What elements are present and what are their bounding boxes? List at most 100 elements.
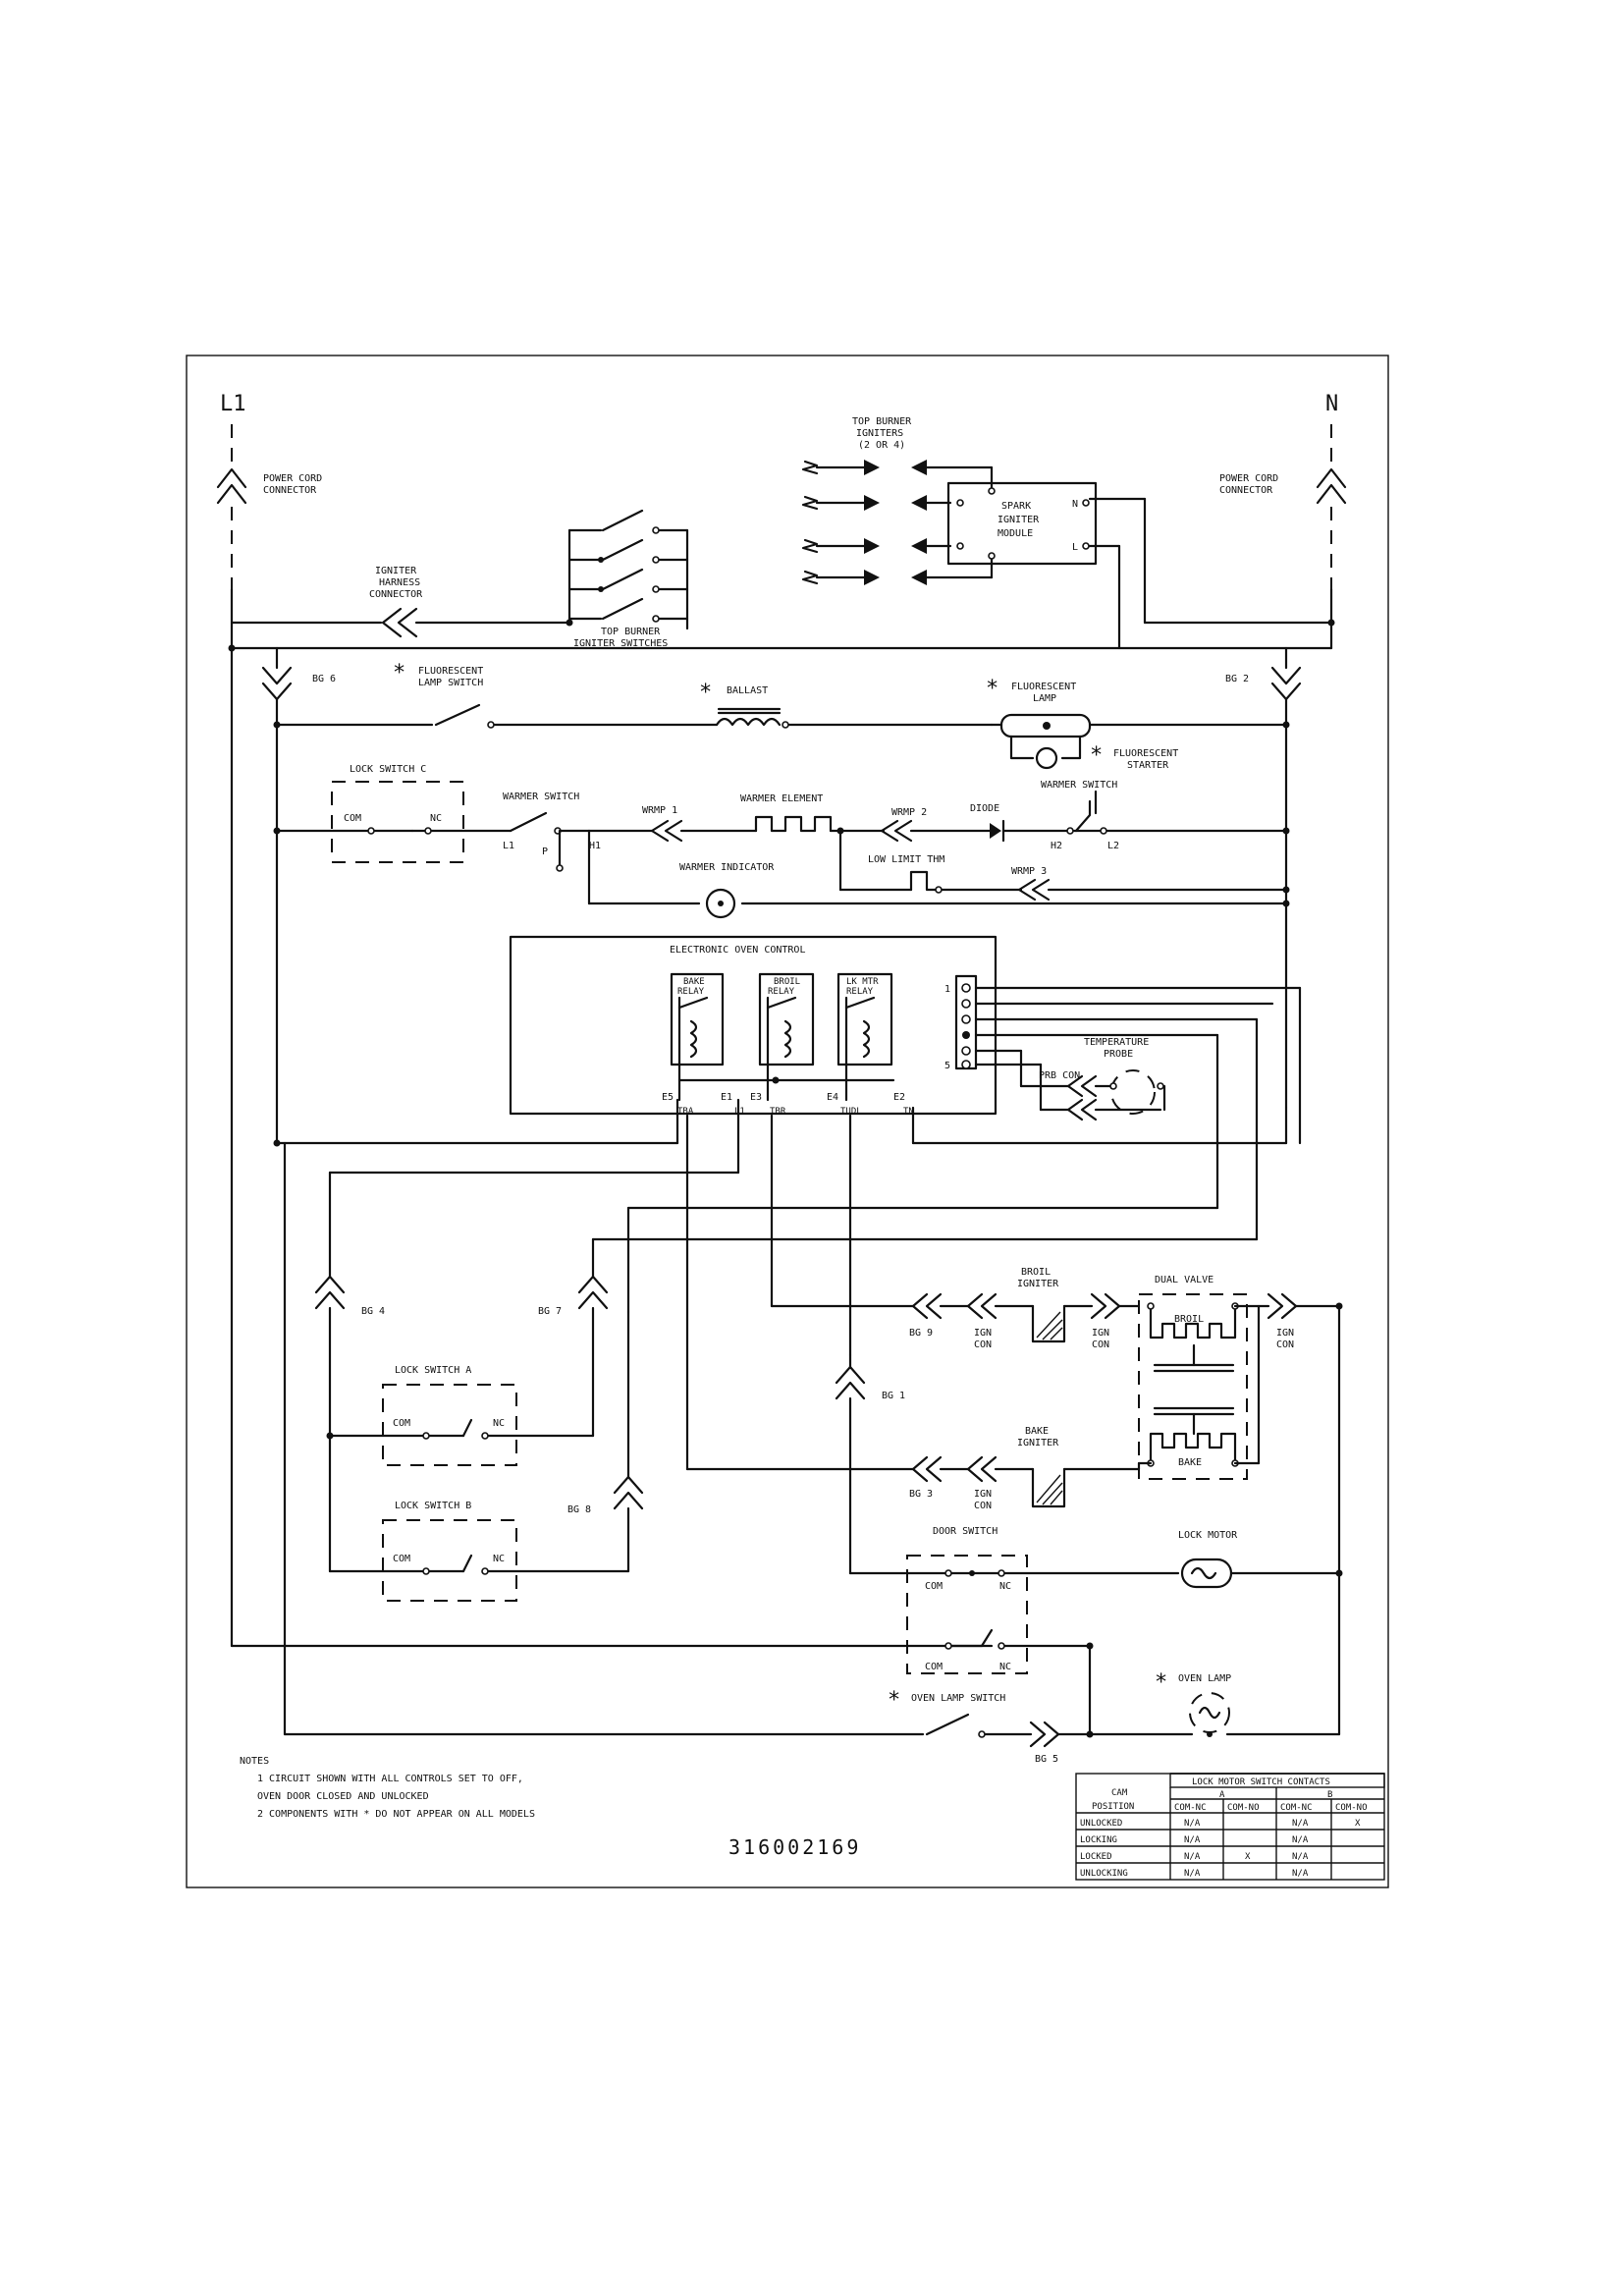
svg-text:E1: E1 [721, 1092, 732, 1103]
line-rail-l1: L1 [216, 392, 994, 1648]
svg-text:H1: H1 [589, 841, 601, 851]
svg-text:OVEN LAMP: OVEN LAMP [1178, 1673, 1231, 1684]
svg-text:HARNESS: HARNESS [379, 577, 420, 588]
switch-2 [567, 538, 689, 564]
svg-text:CON: CON [1092, 1339, 1109, 1350]
svg-text:*: * [393, 661, 405, 685]
svg-text:LOW LIMIT THM: LOW LIMIT THM [868, 854, 944, 865]
svg-text:TEMPERATURE: TEMPERATURE [1084, 1037, 1149, 1048]
connector-bg4: BG 4 [314, 1275, 385, 1573]
svg-text:TUDL: TUDL [840, 1107, 862, 1117]
svg-text:LAMP SWITCH: LAMP SWITCH [418, 678, 483, 688]
svg-text:OVEN DOOR CLOSED AND UNLOCKED: OVEN DOOR CLOSED AND UNLOCKED [257, 1791, 429, 1802]
diagram-frame [186, 355, 1389, 1888]
svg-text:N/A: N/A [1292, 1835, 1309, 1845]
svg-text:BAKE: BAKE [1178, 1457, 1202, 1468]
svg-text:COM: COM [925, 1662, 943, 1672]
svg-text:RELAY: RELAY [846, 987, 874, 997]
electronic-oven-control: ELECTRONIC OVEN CONTROL BAKE RELAY BROIL… [509, 935, 998, 1117]
table-row: LOCKED N/A X N/A [1080, 1852, 1309, 1862]
svg-text:CON: CON [974, 1501, 992, 1511]
svg-text:N/A: N/A [1184, 1852, 1201, 1862]
line-rail-n: N [1143, 392, 1347, 650]
switch-4 [567, 597, 689, 623]
svg-text:WARMER SWITCH: WARMER SWITCH [503, 792, 579, 802]
part-number: 316002169 [728, 1835, 861, 1859]
svg-text:L2: L2 [1107, 841, 1119, 851]
svg-text:DUAL VALVE: DUAL VALVE [1155, 1275, 1214, 1285]
svg-text:COM: COM [393, 1418, 410, 1429]
svg-text:P: P [542, 847, 548, 857]
bake-igniter-circuit: BG 3 IGN CON BAKE IGNITER [685, 1426, 1141, 1511]
svg-text:LOCK MOTOR: LOCK MOTOR [1178, 1530, 1238, 1541]
svg-text:IGNITER: IGNITER [1017, 1438, 1059, 1449]
connector-bg7: BG 7 [538, 1275, 609, 1438]
svg-text:IGN: IGN [974, 1328, 992, 1339]
svg-text:B: B [1327, 1790, 1332, 1800]
top-burner-switches: TOP BURNER IGNITER SWITCHES [566, 509, 689, 649]
svg-text:WRMP 1: WRMP 1 [642, 805, 677, 816]
svg-text:N/A: N/A [1292, 1819, 1309, 1829]
power-cord-right-label: POWER CORD CONNECTOR [1219, 473, 1278, 496]
svg-text:IGN: IGN [974, 1489, 992, 1500]
igniter-harness: IGNITER HARNESS CONNECTOR [230, 566, 571, 638]
svg-text:BAKE: BAKE [1025, 1426, 1049, 1437]
svg-text:POSITION: POSITION [1092, 1802, 1134, 1812]
svg-text:IGNITER: IGNITER [1017, 1279, 1059, 1289]
svg-text:E3: E3 [750, 1092, 762, 1103]
svg-text:IGN: IGN [1092, 1328, 1109, 1339]
lock-motor: LOCK MOTOR [1178, 1530, 1343, 1589]
svg-text:DIODE: DIODE [970, 803, 999, 814]
svg-text:TN: TN [903, 1107, 914, 1117]
svg-text:IGNITER: IGNITER [375, 566, 417, 576]
svg-text:N/A: N/A [1184, 1819, 1201, 1829]
probe-connector-block: 1 5 [944, 974, 978, 1071]
l1-label: L1 [220, 392, 246, 416]
svg-text:POWER CORD: POWER CORD [263, 473, 322, 484]
svg-text:X: X [1245, 1852, 1251, 1862]
oven-lamp-circuit: * OVEN LAMP [1086, 1642, 1341, 1737]
svg-text:E2: E2 [893, 1092, 905, 1103]
svg-text:CAM: CAM [1111, 1788, 1128, 1798]
svg-text:NC: NC [493, 1418, 505, 1429]
svg-text:1 CIRCUIT SHOWN WITH ALL CONT: 1 CIRCUIT SHOWN WITH ALL CONTROLS SET TO… [257, 1774, 523, 1784]
svg-text:ELECTRONIC OVEN CONTROL: ELECTRONIC OVEN CONTROL [670, 945, 805, 956]
svg-text:STARTER: STARTER [1127, 760, 1169, 771]
svg-text:CONNECTOR: CONNECTOR [1219, 485, 1273, 496]
igniter-row-2 [801, 495, 952, 511]
svg-text:COM: COM [925, 1581, 943, 1592]
svg-text:NC: NC [493, 1554, 505, 1564]
svg-text:BROIL: BROIL [774, 977, 800, 987]
lock-switch-b: LOCK SWITCH B COM NC [328, 1501, 630, 1602]
svg-text:BG 9: BG 9 [909, 1328, 933, 1339]
igniter-row-1 [801, 460, 994, 475]
switch-1 [567, 509, 689, 534]
svg-text:CONNECTOR: CONNECTOR [263, 485, 317, 496]
svg-text:LOCKED: LOCKED [1080, 1852, 1112, 1862]
svg-text:BG 7: BG 7 [538, 1306, 562, 1317]
svg-text:BROIL: BROIL [1174, 1314, 1204, 1325]
svg-text:N/A: N/A [1292, 1869, 1309, 1879]
svg-text:FLUORESCENT: FLUORESCENT [1113, 748, 1178, 759]
svg-text:TOP BURNER: TOP BURNER [601, 627, 661, 637]
svg-text:NC: NC [999, 1662, 1011, 1672]
svg-text:IGNITERS: IGNITERS [856, 428, 903, 439]
door-switch: DOOR SWITCH COM NC COM NC [848, 1526, 1180, 1674]
svg-text:LOCKING: LOCKING [1080, 1835, 1117, 1845]
svg-text:POWER CORD: POWER CORD [1219, 473, 1278, 484]
oven-lamp-switch: * OVEN LAMP SWITCH BG 5 [283, 1141, 1094, 1765]
connector-bg2: BG 2 [1225, 646, 1302, 1110]
svg-text:N/A: N/A [1292, 1852, 1309, 1862]
svg-text:*: * [699, 681, 712, 705]
broil-igniter-circuit: BG 9 IGN CON BROIL IGNITER IGN CON [770, 1267, 1141, 1350]
svg-text:*: * [986, 677, 998, 701]
svg-text:L: L [1072, 542, 1078, 553]
svg-text:X: X [1355, 1819, 1361, 1829]
lk-mtr-relay: LK MTR RELAY [836, 972, 893, 1102]
svg-text:LAMP: LAMP [1033, 693, 1056, 704]
temperature-probe: PRB CON TEMPERATURE PROBE [974, 986, 1302, 1145]
svg-text:N/A: N/A [1184, 1869, 1201, 1879]
svg-text:NC: NC [430, 813, 442, 824]
svg-text:BG 5: BG 5 [1035, 1754, 1058, 1765]
